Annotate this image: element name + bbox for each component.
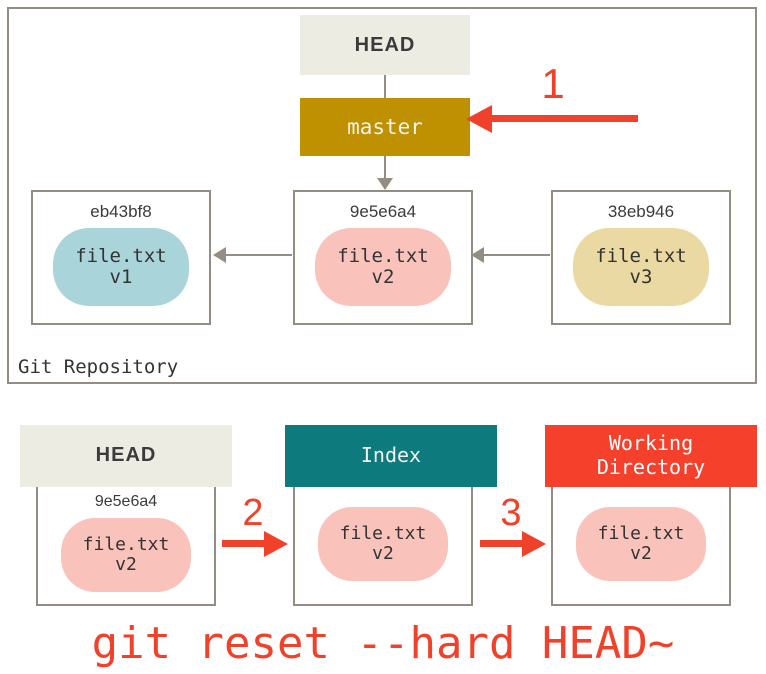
parent-arrow-line-3-to-2 (484, 254, 550, 256)
step-3-number: 3 (500, 491, 522, 534)
blob-wd-v2: file.txt v2 (576, 507, 706, 581)
blob-filename: file.txt (595, 244, 687, 267)
step-2-number: 2 (242, 491, 264, 534)
step-2-arrow-line (222, 540, 270, 547)
parent-arrow-head-icon (213, 247, 226, 263)
area-head-hash: 9e5e6a4 (94, 493, 158, 510)
parent-arrow-head-icon (471, 247, 484, 263)
commit-hash-label: 38eb946 (607, 202, 675, 221)
blob-version: v2 (115, 554, 137, 575)
master-branch-box: master (300, 98, 470, 156)
step-2-arrow-head-icon (264, 531, 288, 557)
commit-box-eb43bf8: eb43bf8 file.txt v1 (31, 190, 211, 325)
blob-filename: file.txt (597, 522, 685, 544)
area-header-head-label: HEAD (95, 444, 157, 467)
head-to-master-connector (384, 75, 386, 98)
area-content-working-directory: file.txt v2 (551, 487, 731, 606)
area-header-wd-label-line1: Working (608, 431, 694, 456)
blob-version: v3 (629, 266, 653, 288)
blob-v2: file.txt v2 (315, 228, 451, 306)
blob-version: v2 (372, 543, 394, 564)
blob-v1: file.txt v1 (53, 228, 189, 306)
blob-filename: file.txt (337, 244, 429, 267)
blob-filename: file.txt (82, 533, 170, 555)
commit-box-38eb946: 38eb946 file.txt v3 (551, 190, 731, 325)
step-3-arrow-head-icon (522, 531, 546, 557)
blob-filename: file.txt (339, 522, 427, 544)
commit-box-9e5e6a4: 9e5e6a4 file.txt v2 (293, 190, 473, 325)
blob-version: v2 (630, 543, 652, 564)
blob-head-v2: file.txt v2 (61, 518, 191, 592)
step-3-arrow-line (480, 540, 528, 547)
area-header-index: Index (285, 425, 497, 487)
blob-version: v2 (371, 266, 395, 288)
master-to-commit-connector (384, 156, 386, 180)
git-repository-label: Git Repository (18, 356, 179, 378)
step-1-arrow-line (490, 115, 638, 122)
blob-v3: file.txt v3 (573, 228, 709, 306)
blob-index-v2: file.txt v2 (318, 507, 448, 581)
commit-hash-label: eb43bf8 (90, 202, 152, 221)
blob-filename: file.txt (75, 244, 167, 267)
area-content-head: 9e5e6a4 file.txt v2 (36, 487, 216, 606)
step-1-arrow-head-icon (466, 105, 492, 133)
area-content-index: file.txt v2 (293, 487, 473, 606)
commit-hash-label: 9e5e6a4 (349, 202, 417, 221)
blob-version: v1 (109, 266, 133, 288)
area-header-index-label: Index (360, 443, 422, 468)
step-1-number: 1 (541, 60, 565, 107)
head-pointer-box: HEAD (300, 15, 470, 75)
area-header-working-directory: Working Directory (545, 425, 757, 487)
command-caption: git reset --hard HEAD~ (91, 617, 675, 669)
area-header-wd-label-line2: Directory (596, 455, 706, 479)
parent-arrow-line-2-to-1 (226, 254, 292, 256)
area-header-head: HEAD (20, 425, 232, 487)
master-to-commit-arrowhead-icon (377, 178, 393, 190)
